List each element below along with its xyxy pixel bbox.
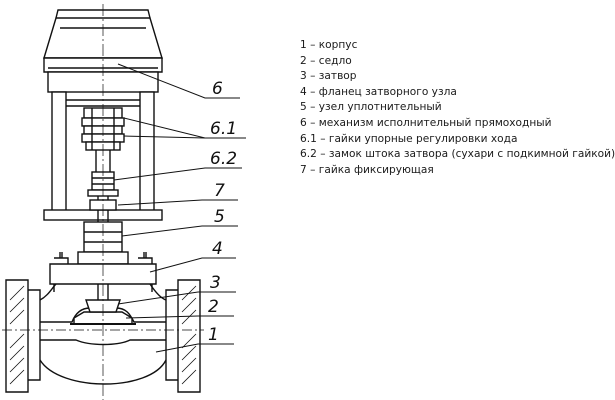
callout-2: 2: [208, 297, 219, 317]
leader-lines: [113, 63, 246, 353]
legend-item: 6.2 – замок штока затвора (сухари с подк…: [300, 148, 615, 161]
legend-item: 4 – фланец затворного узла: [300, 85, 457, 98]
callout-1: 1: [208, 325, 219, 345]
legend-item: 6.1 – гайки упорные регулировки хода: [300, 132, 518, 145]
legend-item: 1 – корпус: [300, 39, 358, 51]
callout-6: 6: [212, 79, 223, 99]
parts-legend: 1 – корпус 2 – седло 3 – затвор 4 – флан…: [300, 38, 615, 178]
legend-item: 5 – узел уплотнительный: [300, 101, 442, 114]
callout-6-1: 6.1: [210, 119, 237, 139]
callout-7: 7: [214, 181, 225, 201]
legend-item: 3 – затвор: [300, 70, 357, 83]
callout-4: 4: [212, 239, 223, 259]
callout-5: 5: [214, 207, 225, 227]
legend-item: 6 – механизм исполнительный прямоходный: [300, 116, 552, 129]
valve-body: [2, 279, 204, 393]
legend-item: 2 – седло: [300, 54, 352, 67]
valve-drawing: 6 6.1 6.2 7 5 4 3 2 1: [2, 4, 246, 400]
callout-3: 3: [210, 273, 221, 293]
legend-item: 7 – гайка фиксирующая: [300, 163, 434, 176]
callout-6-2: 6.2: [210, 149, 237, 169]
